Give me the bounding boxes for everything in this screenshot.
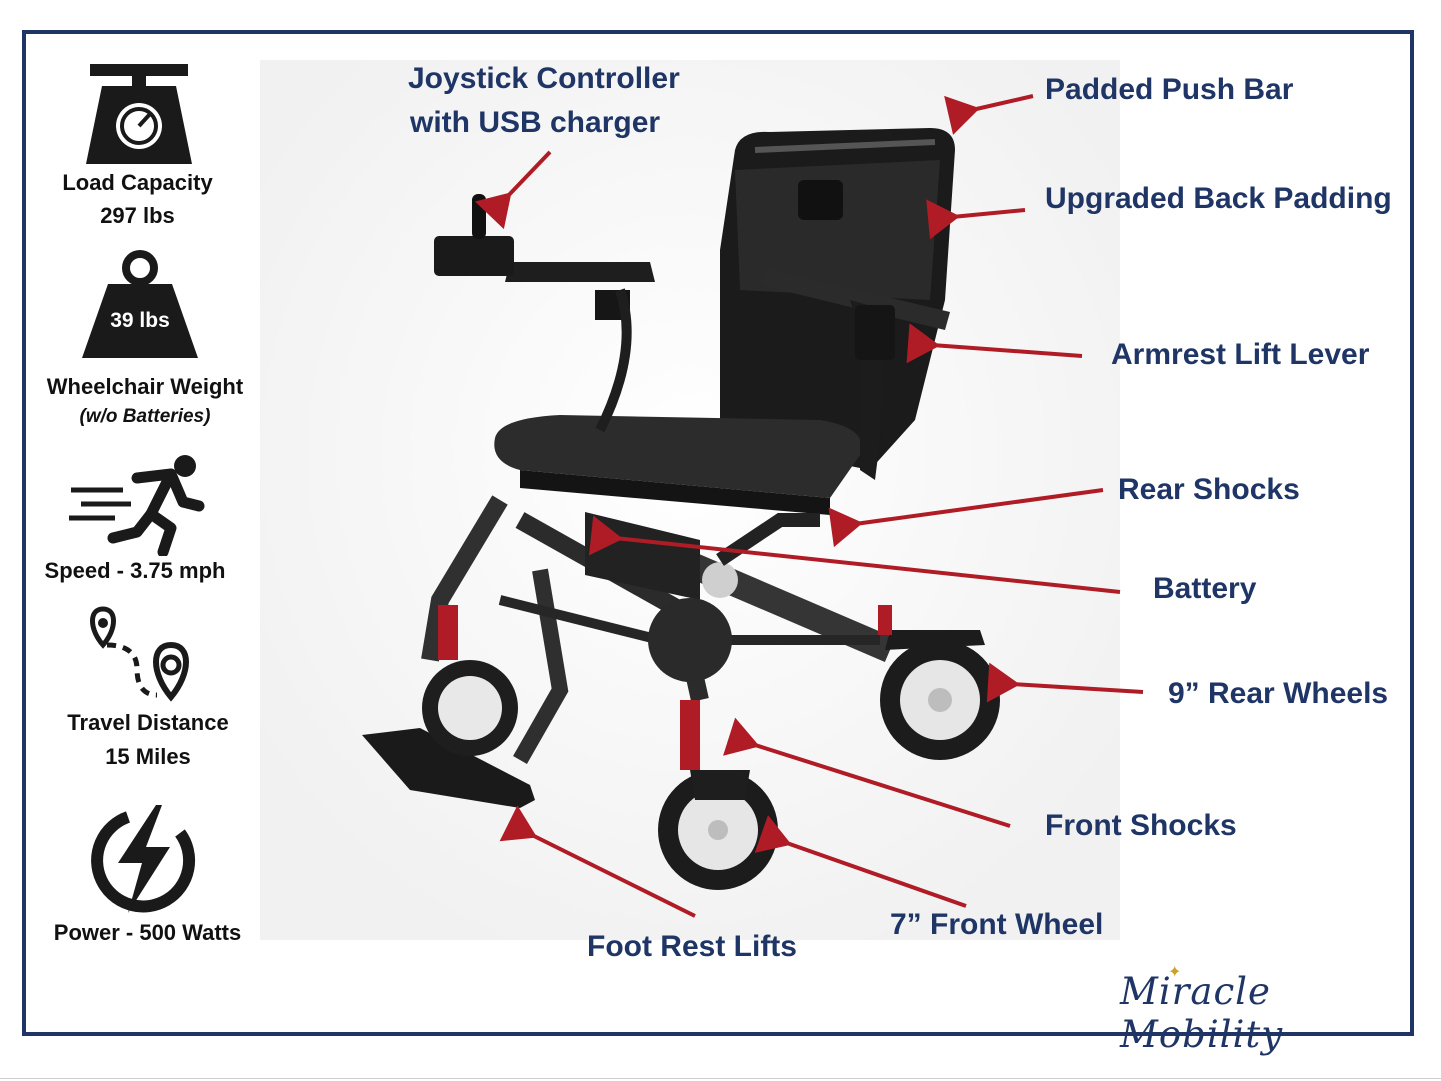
armrest-lever-label: Armrest Lift Lever xyxy=(1111,338,1370,371)
travel-distance-label: Travel Distance xyxy=(67,710,229,735)
joystick-arrow xyxy=(474,150,552,230)
lightning-icon xyxy=(91,805,196,913)
power-label: Power - 500 Watts xyxy=(53,920,242,945)
weight-badge: 39 lbs xyxy=(110,309,170,332)
joystick-label-line1: Joystick Controller xyxy=(408,62,680,95)
rear-wheels-label: 9” Rear Wheels xyxy=(1168,677,1389,710)
travel-distance-value: 15 Miles xyxy=(105,744,191,769)
foot-rest-arrow xyxy=(499,805,696,918)
load-capacity-value: 297 lbs xyxy=(100,203,175,228)
speed-label: Speed - 3.75 mph xyxy=(44,558,226,583)
scale-icon xyxy=(86,64,192,164)
runner-icon xyxy=(69,455,205,556)
rear-wheels-arrow xyxy=(986,662,1144,703)
foot-rest-label: Foot Rest Lifts xyxy=(587,930,797,963)
front-shocks-label: Front Shocks xyxy=(1045,809,1237,842)
route-pin-icon xyxy=(90,606,189,702)
weight-note: (w/o Batteries) xyxy=(79,406,211,427)
front-wheel-label: 7” Front Wheel xyxy=(890,908,1104,941)
push-bar-label: Padded Push Bar xyxy=(1045,73,1294,106)
push-bar-arrow xyxy=(944,94,1034,135)
front-wheel-arrow xyxy=(754,815,967,908)
border-frame xyxy=(22,30,1414,1036)
back-padding-label: Upgraded Back Padding xyxy=(1045,182,1392,215)
wheelchair-illustration xyxy=(260,60,1120,940)
load-capacity-label: Load Capacity xyxy=(62,170,213,195)
armrest-lever-arrow xyxy=(906,323,1083,364)
weight-label: Wheelchair Weight xyxy=(46,374,244,399)
rear-shocks-label: Rear Shocks xyxy=(1118,473,1300,506)
rear-shocks-arrow xyxy=(828,488,1104,548)
brand-logo: Miracle Mobility xyxy=(1120,970,1284,1056)
battery-label: Battery xyxy=(1153,572,1257,605)
back-padding-arrow xyxy=(926,199,1026,240)
joystick-label-line2: with USB charger xyxy=(410,106,661,139)
weight-icon xyxy=(82,250,198,358)
bottom-divider xyxy=(0,1078,1441,1079)
front-shocks-arrow xyxy=(723,717,1011,828)
battery-arrow xyxy=(589,515,1121,594)
brand-halo-icon: ✦ xyxy=(1168,964,1182,981)
